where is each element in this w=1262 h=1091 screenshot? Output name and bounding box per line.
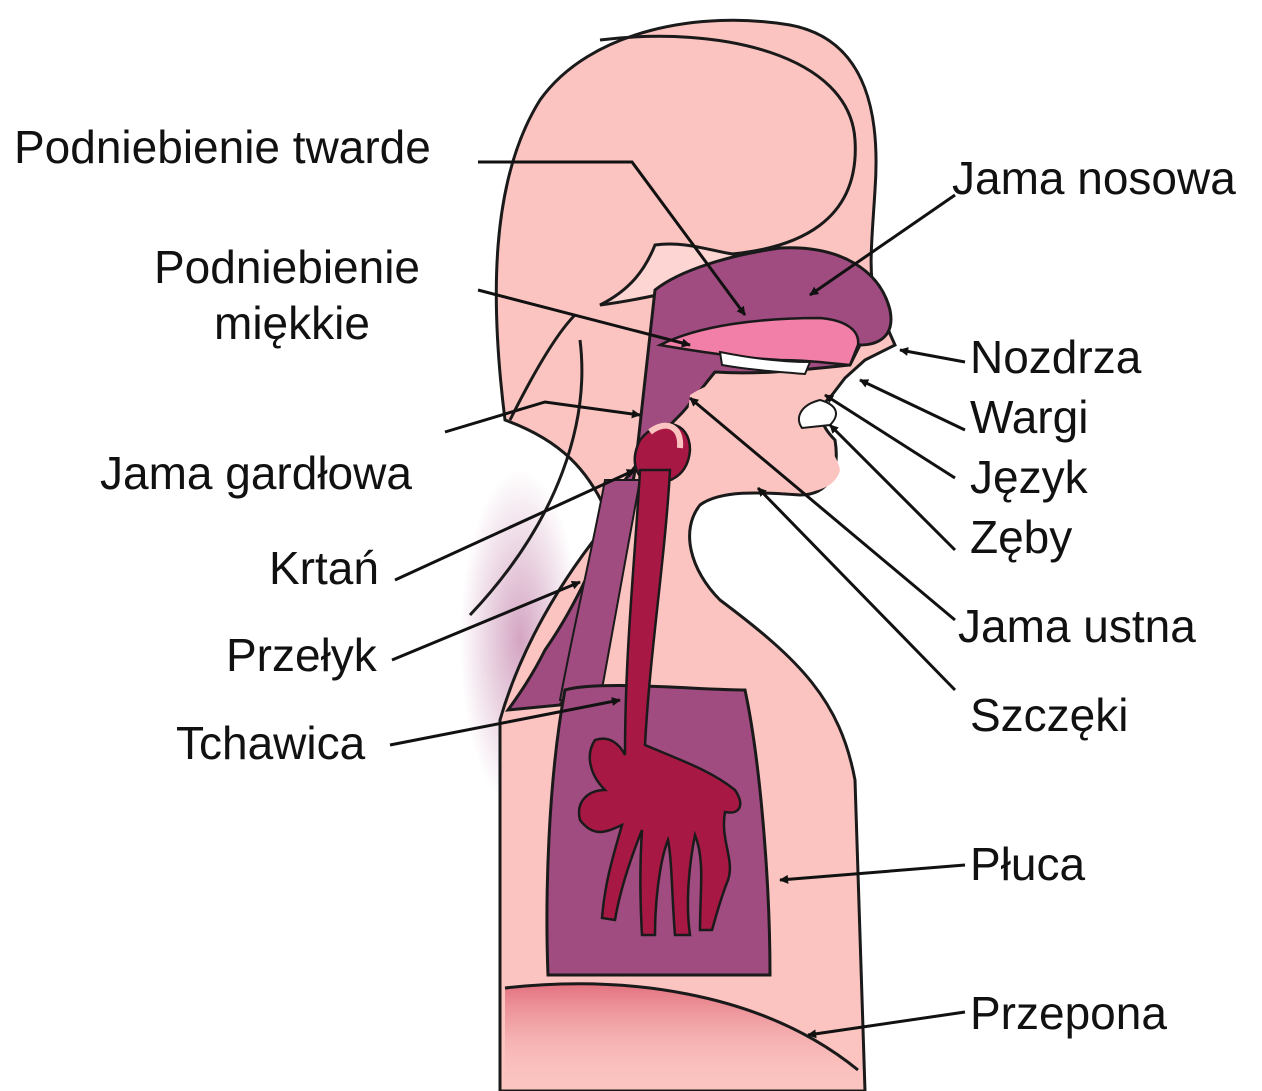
label-nostrils: Nozdrza xyxy=(970,334,1141,380)
label-esophagus: Przełyk xyxy=(226,632,377,678)
label-jaws: Szczęki xyxy=(970,692,1128,738)
label-tongue: Język xyxy=(970,454,1088,500)
label-lungs: Płuca xyxy=(970,841,1085,887)
label-oral-cavity: Jama ustna xyxy=(958,603,1196,649)
label-lips: Wargi xyxy=(970,394,1088,440)
label-hard-palate: Podniebienie twarde xyxy=(14,124,431,170)
label-nasal-cavity: Jama nosowa xyxy=(952,155,1236,201)
label-soft-palate-1: Podniebienie xyxy=(154,244,420,290)
label-teeth: Zęby xyxy=(970,514,1072,560)
label-larynx: Krtań xyxy=(269,545,379,591)
label-trachea: Tchawica xyxy=(176,720,365,766)
label-diaphragm: Przepona xyxy=(970,990,1167,1036)
label-pharynx: Jama gardłowa xyxy=(100,450,412,496)
label-soft-palate-2: miękkie xyxy=(214,300,370,346)
